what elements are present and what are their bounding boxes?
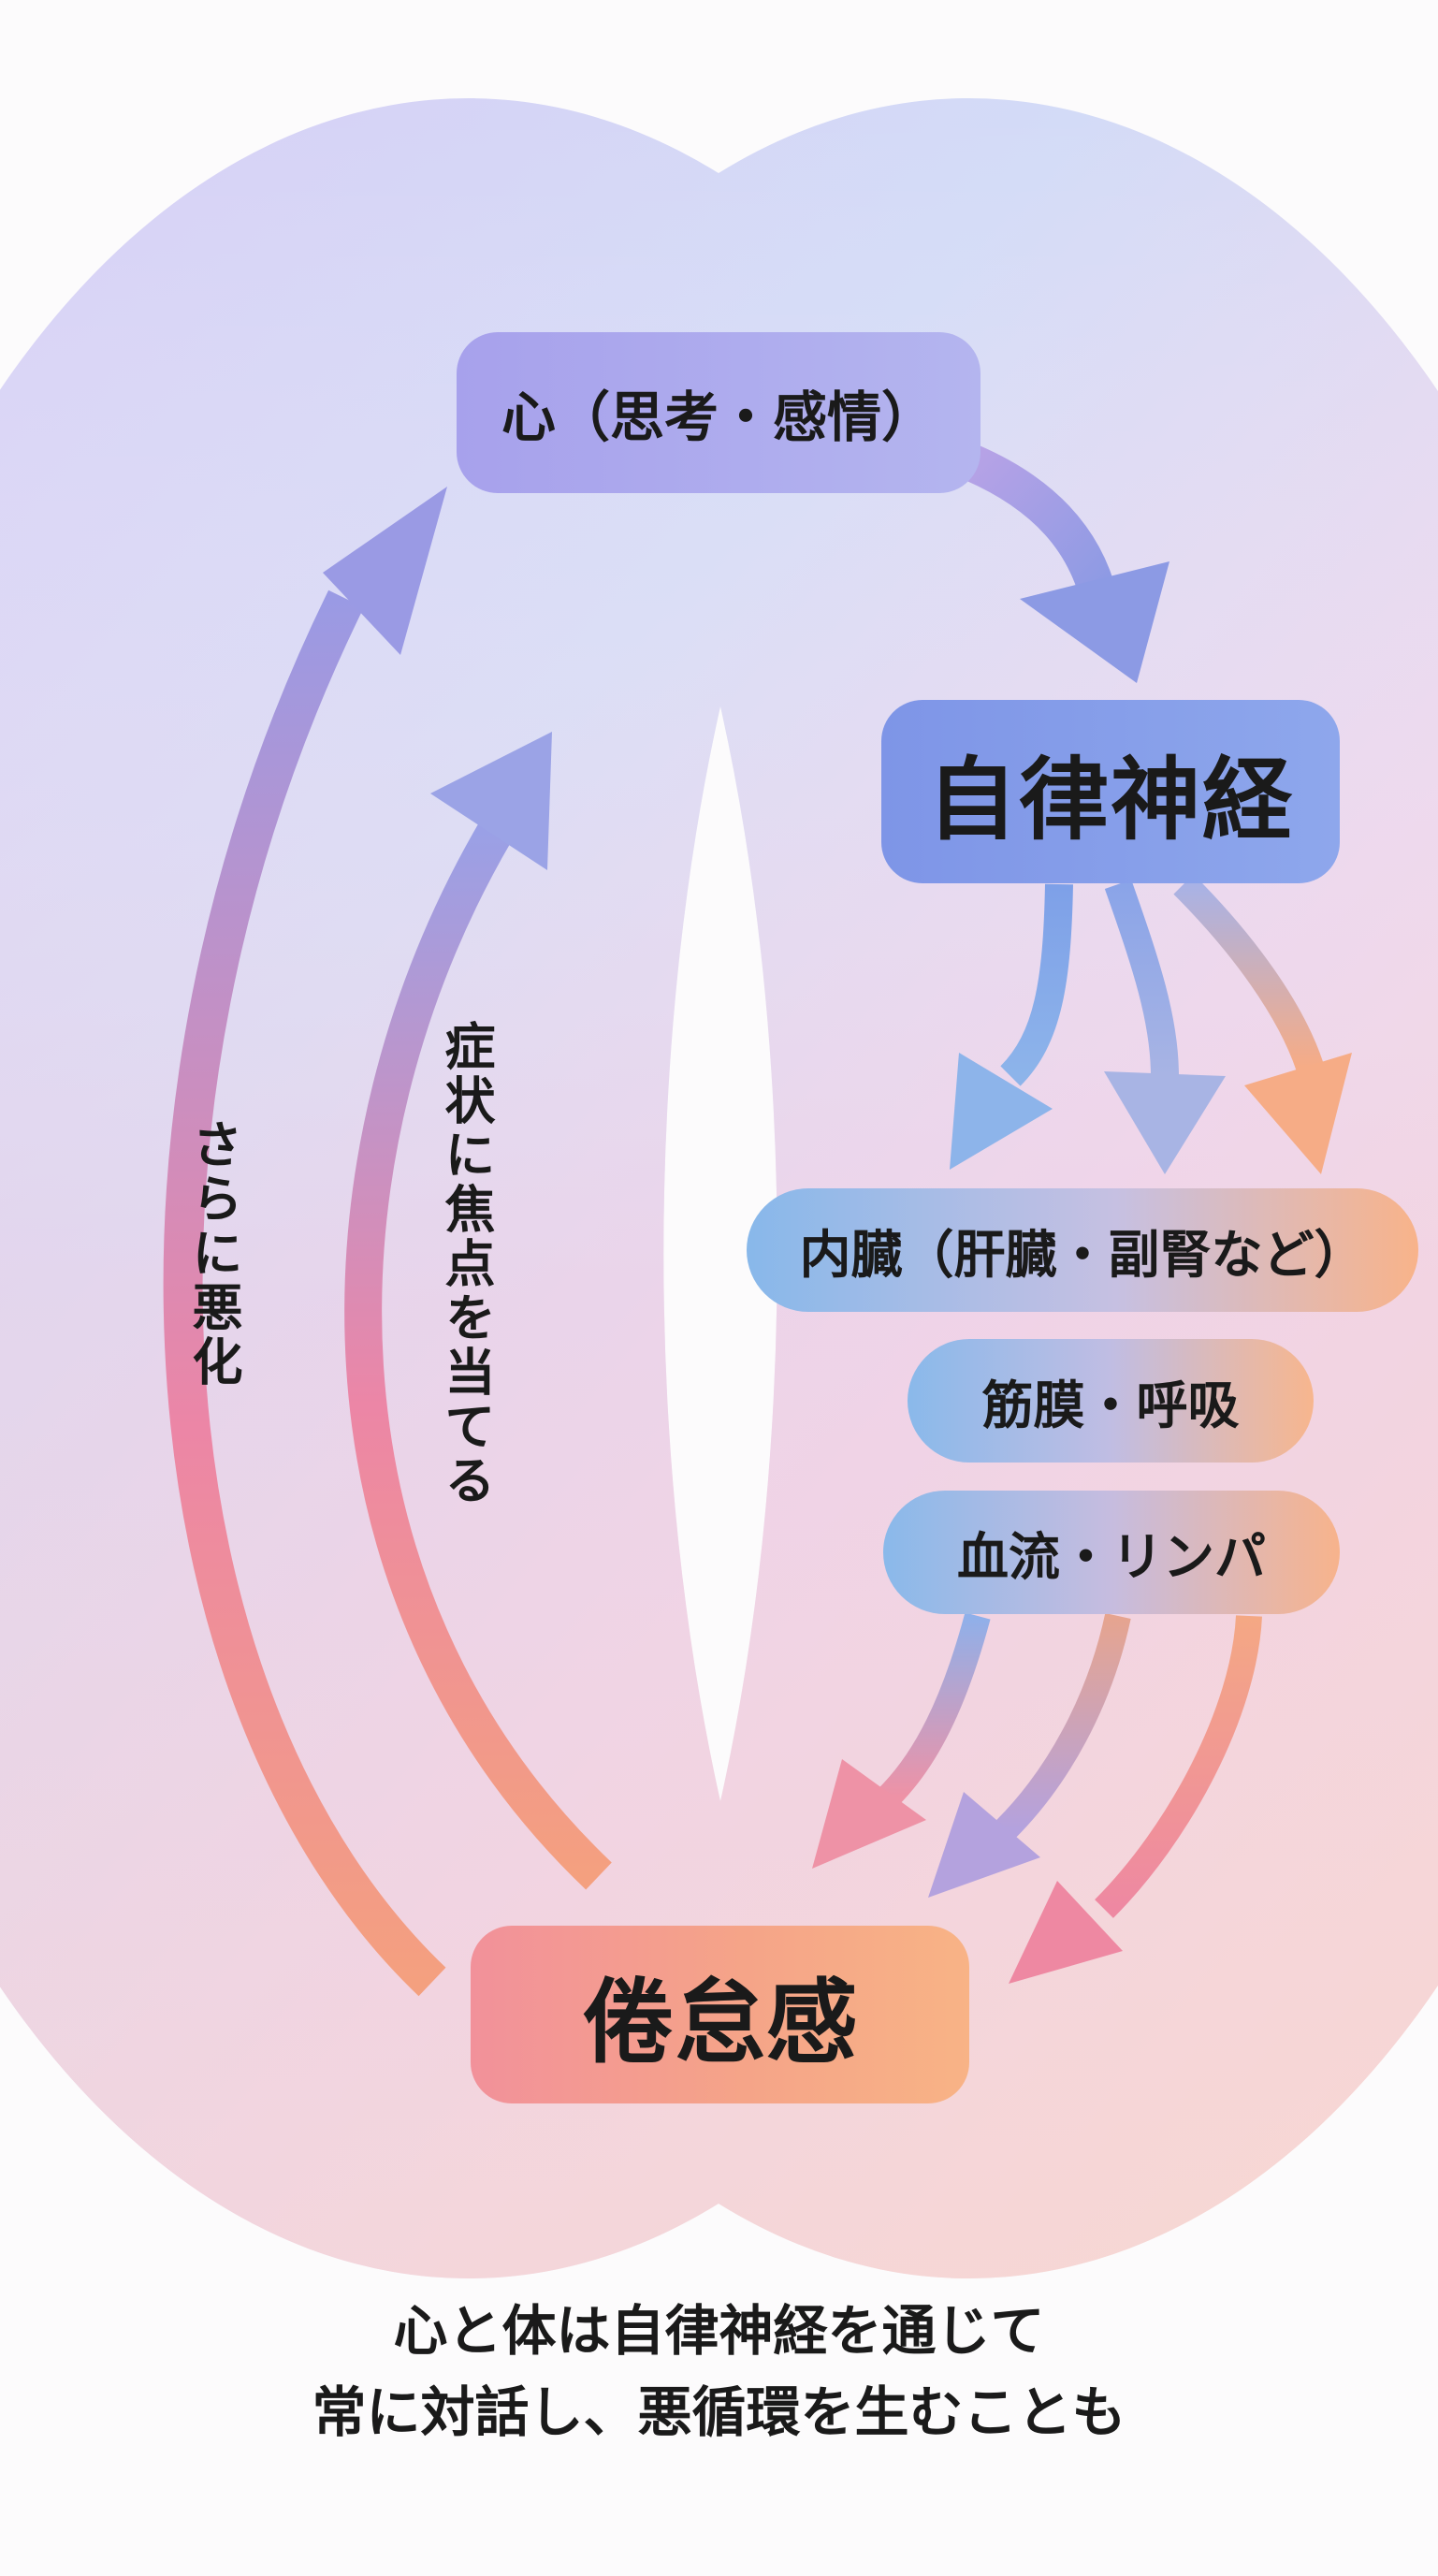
mind-node-label: 心（思考・感情） [501, 386, 936, 449]
to-fatigue-arrows [812, 1612, 1262, 1984]
caption-line-2: 常に対話し、悪循環を生むことも [312, 2380, 1126, 2444]
fascia-breathing-node-label: 筋膜・呼吸 [981, 1375, 1240, 1435]
fatigue-node: 倦怠感 [471, 1926, 969, 2103]
organs-node: 内臓（肝臓・副腎など） [747, 1188, 1418, 1312]
ans-to-organs-arrows [950, 874, 1352, 1174]
mind-node: 心（思考・感情） [457, 332, 980, 493]
blood-lymph-node-label: 血流・リンパ [956, 1527, 1266, 1587]
focus-arrow-label: 症状に焦点を当てる [436, 1020, 495, 1508]
organs-node-label: 内臓（肝臓・副腎など） [799, 1225, 1366, 1285]
focus-arrow [344, 732, 612, 1890]
mind-to-ans-arrow [965, 445, 1169, 683]
caption: 心と体は自律神経を通じて 常に対話し、悪循環を生むことも [0, 2291, 1438, 2453]
autonomic-nerves-node: 自律神経 [881, 700, 1340, 883]
autonomic-nerves-node-label: 自律神経 [927, 747, 1294, 852]
caption-line-1: 心と体は自律神経を通じて [393, 2299, 1045, 2363]
worsen-arrow-label: さらに悪化 [183, 1118, 242, 1390]
fascia-breathing-node: 筋膜・呼吸 [908, 1339, 1314, 1463]
blood-lymph-node: 血流・リンパ [883, 1491, 1340, 1614]
worsen-arrow [163, 487, 447, 1997]
fatigue-node-label: 倦怠感 [582, 1970, 858, 2076]
